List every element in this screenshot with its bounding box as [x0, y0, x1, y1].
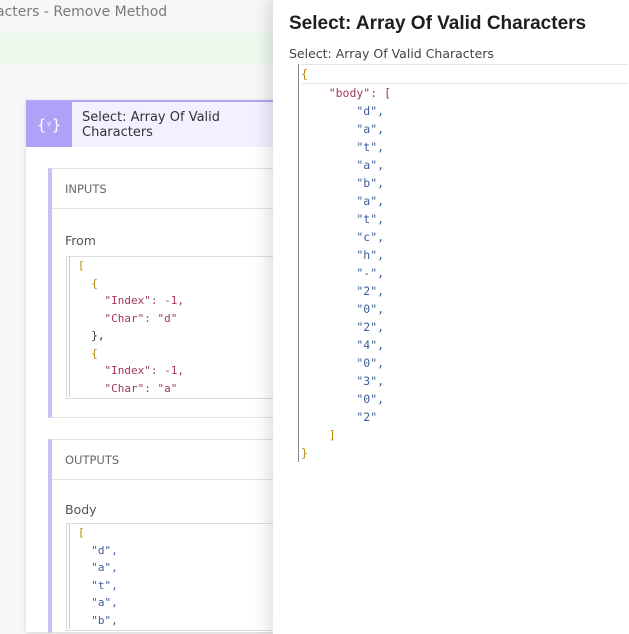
code-line: "2", — [301, 284, 385, 298]
card-title: Select: Array Of Valid Characters — [82, 109, 221, 140]
code-line: "a", — [78, 596, 118, 609]
code-line: [ — [78, 526, 85, 539]
status-band — [0, 33, 300, 65]
code-line: "0", — [301, 302, 385, 316]
code-line: "3", — [301, 374, 385, 388]
panel-subtitle: Select: Array Of Valid Characters — [289, 46, 494, 61]
inputs-header[interactable]: INPUTS — [52, 169, 327, 209]
code-line: "body": [ — [301, 86, 392, 100]
code-line: "d", — [78, 543, 118, 557]
code-line: "-", — [301, 266, 385, 280]
code-line: "d", — [301, 104, 385, 118]
flow-title: acters - Remove Method — [0, 4, 168, 20]
code-line: "0", — [301, 392, 385, 406]
code-line: "2" — [301, 410, 378, 424]
code-line: "h", — [301, 248, 385, 262]
code-line: "t", — [301, 140, 385, 154]
code-line: [ — [78, 259, 85, 272]
panel-code: { "body": [ "d", "a", "t", "a", "b", "a"… — [298, 64, 628, 462]
code-line: "a", — [78, 561, 118, 574]
code-line: { — [78, 276, 98, 290]
code-line: "c", — [301, 230, 385, 244]
code-line: "t", — [78, 578, 118, 592]
select-filter-icon: {▿} — [26, 102, 72, 147]
code-line: "Index": -1, — [78, 364, 184, 377]
code-line: "a", — [301, 194, 385, 208]
code-line: }, — [78, 329, 105, 342]
code-line: "Char": "a" — [78, 381, 178, 395]
from-code: [ { "Index": -1, "Char": "d" }, { "Index… — [69, 257, 335, 397]
code-line: "a", — [301, 122, 385, 136]
panel-code-box[interactable]: { "body": [ "d", "a", "t", "a", "b", "a"… — [298, 64, 628, 462]
code-line: "4", — [301, 338, 385, 352]
panel-title: Select: Array Of Valid Characters — [289, 13, 587, 34]
code-line: "2", — [301, 320, 385, 334]
from-label: From — [65, 233, 96, 248]
code-line: "0", — [301, 356, 385, 370]
code-line: } — [301, 446, 308, 460]
code-line: { — [301, 64, 628, 84]
body-code: [ "d", "a", "t", "a", "b", — [69, 524, 335, 629]
code-line: "Index": -1, — [78, 294, 184, 307]
code-line: { — [78, 346, 98, 360]
output-panel: Select: Array Of Valid Characters Select… — [273, 0, 629, 634]
code-line: "a", — [301, 158, 385, 172]
code-line: "t", — [301, 212, 385, 226]
code-line: ] — [301, 428, 336, 442]
code-line: "Char": "d" — [78, 311, 178, 325]
code-line: "b", — [301, 176, 385, 190]
body-label: Body — [65, 502, 97, 517]
code-line: "b", — [78, 613, 118, 627]
outputs-header[interactable]: OUTPUTS — [52, 440, 327, 480]
